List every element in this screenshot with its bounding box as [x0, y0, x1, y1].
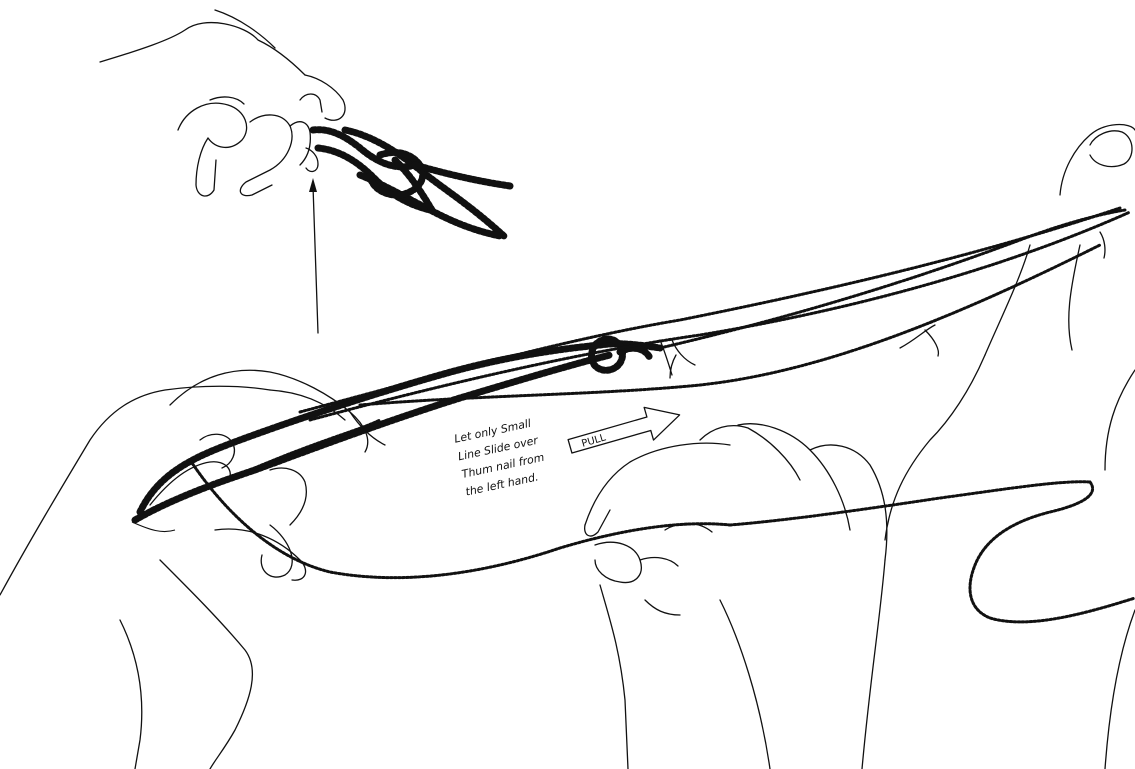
detail-hand	[100, 10, 345, 196]
left-hand	[0, 370, 385, 769]
bottom-hand	[585, 424, 887, 769]
detail-knot	[313, 130, 510, 237]
long-cords	[250, 208, 1130, 470]
pull-arrow: PULL	[565, 399, 684, 463]
handwritten-note: Let only Small Line Slide over Thum nail…	[453, 416, 549, 499]
right-hand	[885, 125, 1135, 769]
main-rope	[132, 344, 660, 532]
lower-cord	[190, 460, 1135, 622]
pointer-arrow	[309, 178, 318, 333]
